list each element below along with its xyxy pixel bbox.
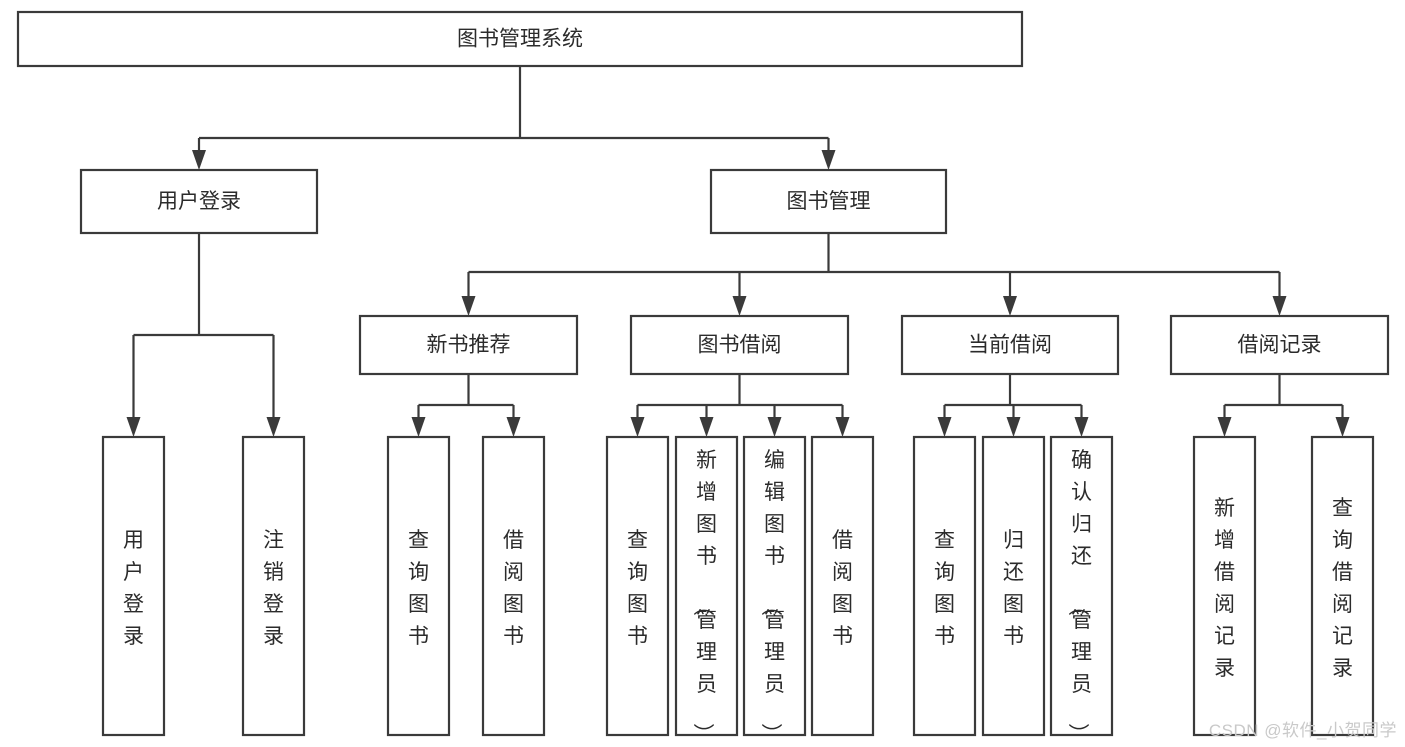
node-box xyxy=(1310,435,1375,737)
node-box xyxy=(1049,435,1114,737)
node-leaf-add-record[interactable]: 新增借阅记录 xyxy=(1192,435,1257,737)
arrow-head-icon xyxy=(1217,417,1232,437)
arrow-head-icon xyxy=(767,417,782,437)
node-book-borrow[interactable]: 图书借阅 xyxy=(629,314,850,376)
arrow-head-icon xyxy=(1272,296,1287,316)
node-user-login[interactable]: 用户登录 xyxy=(79,168,319,235)
node-leaf-query-book-2[interactable]: 查询图书 xyxy=(605,435,670,737)
node-box xyxy=(79,168,319,235)
node-leaf-borrow-book-1[interactable]: 借阅图书 xyxy=(481,435,546,737)
node-label: 新增借阅记录 xyxy=(1214,497,1235,680)
node-leaf-user-logout[interactable]: 注销登录 xyxy=(241,435,306,737)
node-label: 当前借阅 xyxy=(968,334,1052,357)
arrow-head-icon xyxy=(1335,417,1350,437)
node-layer: 图书管理系统用户登录图书管理新书推荐图书借阅当前借阅借阅记录用户登录注销登录查询… xyxy=(16,10,1390,744)
arrow-head-icon xyxy=(411,417,426,437)
arrow-head-icon xyxy=(937,417,952,437)
node-label: 查询借阅记录 xyxy=(1332,497,1353,680)
node-label: 借阅记录 xyxy=(1238,334,1322,357)
node-box xyxy=(358,314,579,376)
arrow-head-icon xyxy=(1006,417,1021,437)
arrow-head-icon xyxy=(699,417,714,437)
node-label: 用户登录 xyxy=(123,529,144,648)
node-box xyxy=(481,435,546,737)
node-borrow-record[interactable]: 借阅记录 xyxy=(1169,314,1390,376)
arrow-head-icon xyxy=(126,417,141,437)
node-label: 查询图书 xyxy=(934,529,955,648)
arrow-head-icon xyxy=(732,296,747,316)
arrow-head-icon xyxy=(835,417,850,437)
node-leaf-return-book[interactable]: 归还图书 xyxy=(981,435,1046,737)
node-label: 归还图书 xyxy=(1003,529,1024,648)
node-label: 图书借阅 xyxy=(698,334,782,357)
node-label: 用户登录 xyxy=(157,190,241,213)
node-label: 查询图书 xyxy=(408,529,429,648)
node-box xyxy=(810,435,875,737)
node-label: 编辑图书（管理员） xyxy=(759,449,785,744)
arrow-head-icon xyxy=(1074,417,1089,437)
arrow-head-icon xyxy=(630,417,645,437)
node-box xyxy=(1169,314,1390,376)
node-label: 图书管理系统 xyxy=(457,28,583,51)
arrow-head-icon xyxy=(1003,296,1017,316)
node-box xyxy=(629,314,850,376)
node-leaf-query-record[interactable]: 查询借阅记录 xyxy=(1310,435,1375,737)
node-new-book-rec[interactable]: 新书推荐 xyxy=(358,314,579,376)
arrow-head-icon xyxy=(506,417,521,437)
node-label: 查询图书 xyxy=(627,529,648,648)
node-box xyxy=(241,435,306,737)
node-box xyxy=(742,435,807,737)
node-leaf-query-book-1[interactable]: 查询图书 xyxy=(386,435,451,737)
node-box xyxy=(1192,435,1257,737)
node-box xyxy=(912,435,977,737)
node-leaf-confirm-return[interactable]: 确认归还（管理员） xyxy=(1049,435,1114,744)
node-box xyxy=(101,435,166,737)
node-box xyxy=(709,168,948,235)
arrow-head-icon xyxy=(821,150,836,170)
node-box xyxy=(16,10,1024,68)
node-leaf-edit-book[interactable]: 编辑图书（管理员） xyxy=(742,435,807,744)
arrow-head-icon xyxy=(461,296,476,316)
node-leaf-query-book-3[interactable]: 查询图书 xyxy=(912,435,977,737)
node-box xyxy=(981,435,1046,737)
node-leaf-user-login[interactable]: 用户登录 xyxy=(101,435,166,737)
connector-layer xyxy=(126,66,1350,437)
node-current-borrow[interactable]: 当前借阅 xyxy=(900,314,1120,376)
node-label: 借阅图书 xyxy=(832,529,853,648)
node-label: 借阅图书 xyxy=(503,529,524,648)
arrow-head-icon xyxy=(192,150,206,170)
node-box xyxy=(605,435,670,737)
node-label: 确认归还（管理员） xyxy=(1066,449,1092,744)
node-leaf-borrow-book-2[interactable]: 借阅图书 xyxy=(810,435,875,737)
node-box xyxy=(900,314,1120,376)
watermark-text: CSDN @软件_小贺同学 xyxy=(1208,721,1397,740)
node-label: 新书推荐 xyxy=(427,334,511,357)
node-root[interactable]: 图书管理系统 xyxy=(16,10,1024,68)
node-label: 图书管理 xyxy=(787,190,871,213)
node-box xyxy=(386,435,451,737)
arrow-head-icon xyxy=(266,417,281,437)
node-book-manage[interactable]: 图书管理 xyxy=(709,168,948,235)
node-leaf-add-book[interactable]: 新增图书（管理员） xyxy=(674,435,739,744)
node-label: 新增图书（管理员） xyxy=(691,449,717,744)
node-box xyxy=(674,435,739,737)
node-label: 注销登录 xyxy=(263,529,284,648)
